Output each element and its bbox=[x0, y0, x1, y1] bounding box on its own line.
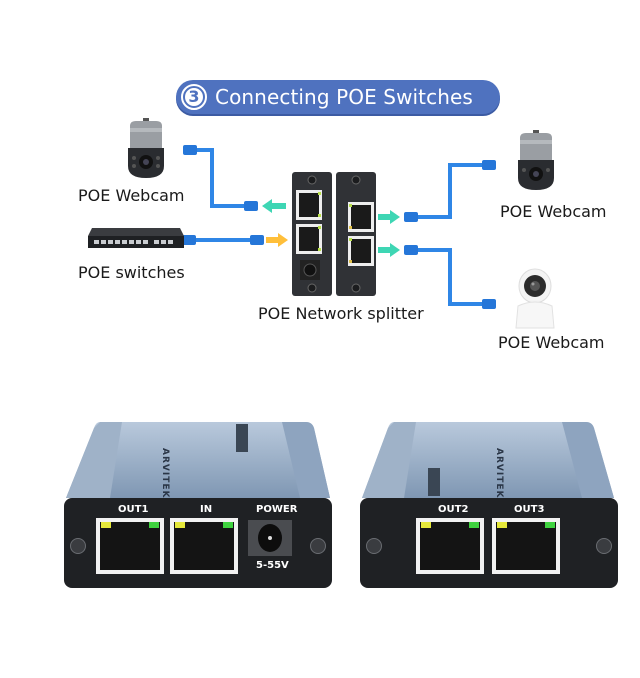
brand-logo: ARVITEK bbox=[494, 448, 504, 499]
cable-segment bbox=[416, 215, 452, 219]
screw-icon bbox=[366, 538, 382, 554]
cable-segment bbox=[416, 248, 452, 252]
splitter-label: POE Network splitter bbox=[258, 304, 424, 323]
screw-icon bbox=[310, 538, 326, 554]
rj45-plug-icon bbox=[183, 145, 197, 155]
port-label-power: POWER bbox=[256, 504, 298, 515]
left-webcam-label: POE Webcam bbox=[78, 186, 185, 205]
arrow-left-icon bbox=[262, 199, 286, 213]
port-label-out1: OUT1 bbox=[118, 504, 149, 515]
rj45-port-out1 bbox=[96, 518, 164, 574]
dc-power-jack bbox=[248, 520, 292, 556]
ptz-camera-icon bbox=[128, 118, 164, 178]
rj45-port-out2 bbox=[416, 518, 484, 574]
product-photo-front: ARVITEK OUT1 IN POWER 5-55V bbox=[60, 418, 336, 590]
screw-icon bbox=[596, 538, 612, 554]
right-webcam-label-2: POE Webcam bbox=[498, 333, 605, 352]
switch-label: POE switches bbox=[78, 263, 185, 282]
rj45-plug-icon bbox=[404, 245, 418, 255]
ptz-camera-icon bbox=[518, 130, 554, 190]
cable-segment bbox=[448, 163, 452, 219]
cable-segment bbox=[448, 248, 452, 306]
cable-segment bbox=[448, 302, 486, 306]
cable-segment bbox=[194, 238, 264, 242]
banner-title: Connecting POE Switches bbox=[215, 85, 473, 109]
cable-segment bbox=[196, 148, 212, 152]
rj45-port-in bbox=[170, 518, 238, 574]
arrow-right-icon bbox=[378, 210, 400, 224]
cable-segment bbox=[448, 163, 486, 167]
rj45-plug-icon bbox=[250, 235, 264, 245]
product-sticker bbox=[236, 424, 248, 452]
cable-segment bbox=[210, 204, 258, 208]
step-number: 3 bbox=[183, 86, 205, 108]
poe-splitter-icon bbox=[292, 172, 376, 296]
network-switch-icon bbox=[88, 228, 184, 248]
port-label-in: IN bbox=[200, 504, 213, 515]
rj45-plug-icon bbox=[482, 160, 496, 170]
step-banner: 3 Connecting POE Switches bbox=[176, 80, 500, 114]
product-sticker bbox=[428, 468, 440, 496]
rj45-plug-icon bbox=[182, 235, 196, 245]
right-webcam-label-1: POE Webcam bbox=[500, 202, 607, 221]
arrow-right-icon bbox=[266, 233, 288, 247]
cable-segment bbox=[210, 148, 214, 206]
port-label-out3: OUT3 bbox=[514, 504, 545, 515]
port-label-out2: OUT2 bbox=[438, 504, 469, 515]
step-number-badge: 3 bbox=[181, 84, 207, 110]
rj45-plug-icon bbox=[244, 201, 258, 211]
arrow-right-icon bbox=[378, 243, 400, 257]
screw-icon bbox=[70, 538, 86, 554]
rj45-plug-icon bbox=[482, 299, 496, 309]
product-photo-back: ARVITEK OUT2 OUT3 bbox=[358, 418, 620, 590]
rj45-plug-icon bbox=[404, 212, 418, 222]
brand-logo: ARVITEK bbox=[160, 448, 170, 499]
dome-camera-icon bbox=[515, 268, 555, 329]
splitter-body-icon bbox=[360, 422, 618, 588]
rj45-port-out3 bbox=[492, 518, 560, 574]
voltage-label: 5-55V bbox=[256, 560, 289, 571]
